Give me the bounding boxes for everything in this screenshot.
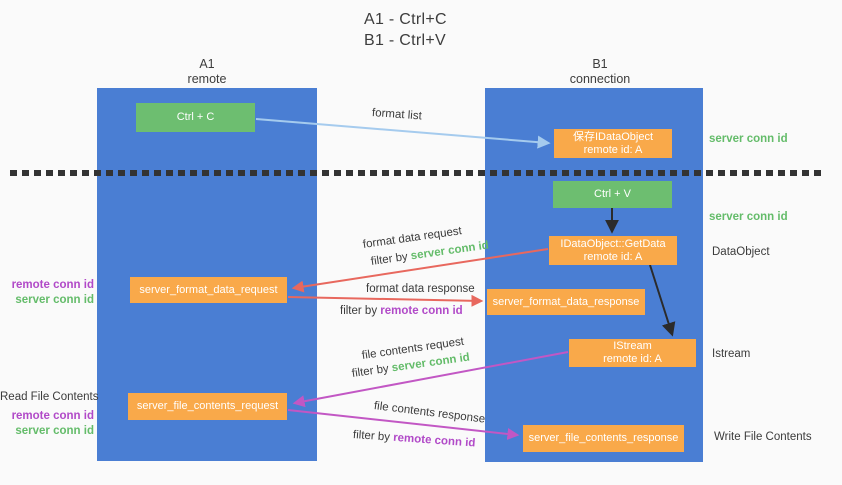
label-file-contents-response: file contents response: [373, 400, 486, 426]
node-server-format-data-request: server_format_data_request: [130, 277, 287, 303]
ctrl-v-label: Ctrl + V: [594, 188, 631, 200]
annotation-server-conn-id-top: server conn id: [709, 133, 788, 145]
label-format-data-response: format data response: [366, 283, 475, 295]
node-server-format-data-response: server_format_data_response: [487, 289, 645, 315]
annotation-conn-ids-left-top: remote conn id server conn id: [0, 278, 94, 308]
annotation-read-file-contents: Read File Contents: [0, 391, 99, 403]
save-dataobject-line1: 保存IDataObject: [572, 130, 654, 143]
annotation-server-conn-id-mid: server conn id: [709, 211, 788, 223]
save-dataobject-line2: remote id: A: [583, 143, 643, 156]
node-ctrl-v: Ctrl + V: [553, 181, 672, 208]
lane-a1-name: A1: [199, 57, 215, 71]
annotation-server-conn-id-left-bottom: server conn id: [15, 425, 94, 437]
node-server-file-contents-request: server_file_contents_request: [128, 393, 287, 420]
lane-a1-role: remote: [187, 72, 227, 86]
diagram-title: A1 - Ctrl+C B1 - Ctrl+V: [364, 9, 447, 51]
title-line-2: B1 - Ctrl+V: [364, 32, 446, 49]
format-response-label: server_format_data_response: [492, 295, 640, 308]
lane-b1-name: B1: [592, 57, 608, 71]
node-getdata: IDataObject::GetData remote id: A: [549, 236, 677, 265]
annotation-remote-conn-id-left-bottom: remote conn id: [11, 410, 94, 422]
annotation-server-conn-id-left-top: server conn id: [15, 294, 94, 306]
annotation-write-file-contents: Write File Contents: [714, 431, 812, 443]
annotation-dataobject: DataObject: [712, 246, 770, 258]
node-save-dataobject: 保存IDataObject remote id: A: [554, 129, 672, 158]
getdata-line2: remote id: A: [583, 250, 643, 263]
file-request-label: server_file_contents_request: [136, 400, 279, 412]
istream-line1: IStream: [613, 340, 652, 352]
label-filter-by-remote-conn-id-1: filter by remote conn id: [340, 305, 463, 317]
annotation-istream: Istream: [712, 348, 751, 360]
label-format-list: format list: [371, 107, 423, 123]
annotation-remote-conn-id-left-top: remote conn id: [11, 279, 94, 291]
istream-line2: remote id: A: [603, 353, 662, 365]
lane-header-b1: B1 connection: [550, 57, 650, 87]
ctrl-c-label: Ctrl + C: [176, 111, 215, 123]
lane-b1-role: connection: [569, 72, 631, 86]
label-filter-by-remote-conn-id-2: filter by remote conn id: [352, 429, 476, 450]
getdata-line1: IDataObject::GetData: [560, 237, 666, 250]
title-line-1: A1 - Ctrl+C: [364, 11, 447, 28]
annotation-conn-ids-left-bottom: remote conn id server conn id: [0, 409, 94, 439]
node-server-file-contents-response: server_file_contents_response: [523, 425, 684, 452]
format-request-label: server_format_data_request: [139, 283, 278, 296]
lane-header-a1: A1 remote: [157, 57, 257, 87]
node-istream: IStream remote id: A: [569, 339, 696, 367]
node-ctrl-c: Ctrl + C: [136, 103, 255, 132]
file-response-label: server_file_contents_response: [528, 432, 679, 444]
